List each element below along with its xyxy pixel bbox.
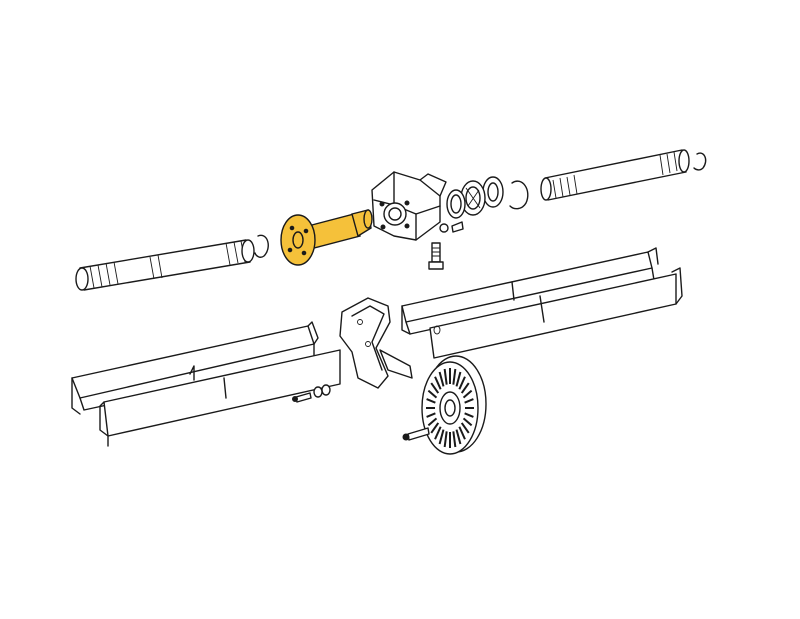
disc-vent-slot bbox=[427, 417, 438, 427]
disc-vent-slot bbox=[427, 389, 438, 399]
disc-vent-slot bbox=[443, 368, 448, 385]
disc-vent-slot bbox=[452, 431, 457, 448]
disc-vent-slot bbox=[434, 376, 442, 390]
bearing-housing[interactable] bbox=[371, 171, 447, 241]
disc-vent-slot bbox=[464, 412, 474, 418]
disc-bolt[interactable] bbox=[402, 427, 430, 441]
disc-vent-slot bbox=[458, 426, 466, 440]
left-frame-bolt[interactable] bbox=[292, 384, 331, 403]
disc-vent-slot bbox=[464, 398, 474, 404]
disc-vent-slot bbox=[455, 429, 462, 445]
disc-vent-slot bbox=[434, 426, 442, 440]
disc-vent-slot bbox=[426, 398, 436, 404]
disc-vent-slot bbox=[430, 422, 440, 434]
bearing-outer-ring[interactable] bbox=[482, 176, 504, 208]
disc-vent-slot bbox=[462, 389, 473, 399]
disc-vent-slot bbox=[460, 382, 470, 394]
brake-caliper-bracket[interactable] bbox=[339, 297, 413, 389]
upper-right-snap-ring[interactable] bbox=[693, 152, 707, 171]
disc-vent-slot bbox=[458, 376, 466, 390]
disc-vent-slot bbox=[438, 429, 445, 445]
disc-vent-slot bbox=[452, 368, 457, 385]
snap-ring-right[interactable] bbox=[509, 180, 529, 210]
disc-vent-slot bbox=[438, 371, 445, 387]
lower-left-splined-shaft[interactable] bbox=[75, 239, 255, 291]
brake-disc[interactable] bbox=[421, 355, 487, 455]
disc-vent-slot bbox=[455, 371, 462, 387]
bearing-seal[interactable] bbox=[446, 189, 466, 219]
right-channel-frame[interactable] bbox=[401, 247, 683, 359]
disc-vent-slot bbox=[462, 417, 473, 427]
highlighted-flanged-stub-shaft[interactable] bbox=[280, 209, 373, 266]
lower-left-snap-ring[interactable] bbox=[254, 234, 269, 258]
left-channel-frame[interactable] bbox=[71, 321, 341, 447]
disc-vent-slot bbox=[443, 431, 448, 448]
disc-vent-slot bbox=[460, 422, 470, 434]
disc-vent-slot bbox=[426, 412, 436, 418]
upper-right-splined-shaft[interactable] bbox=[540, 149, 690, 201]
disc-vent-slot bbox=[430, 382, 440, 394]
housing-bolt[interactable] bbox=[428, 242, 444, 270]
housing-washer-screw[interactable] bbox=[439, 221, 464, 233]
